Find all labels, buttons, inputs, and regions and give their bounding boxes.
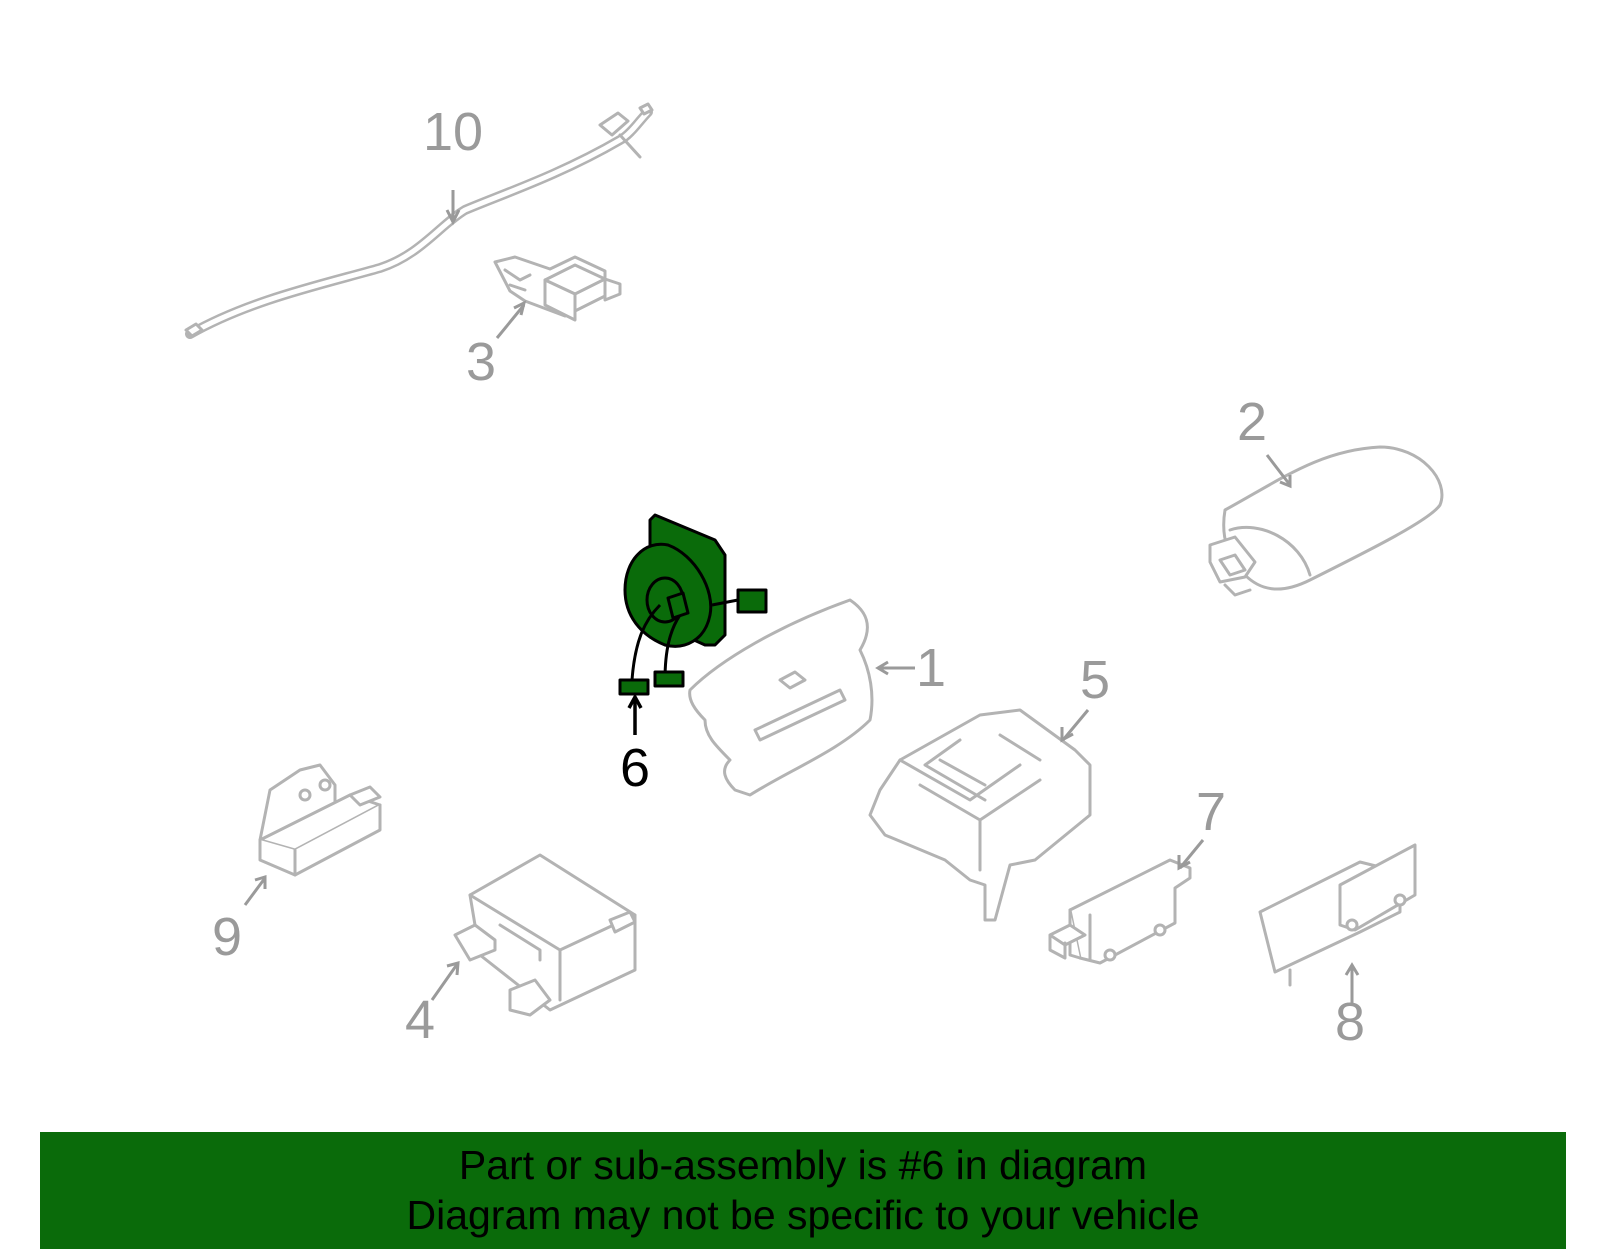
- callout-3: 3: [466, 332, 496, 392]
- callout-10: 10: [423, 102, 483, 162]
- part-6-clock-spring: [618, 513, 768, 696]
- callout-5: 5: [1080, 650, 1110, 710]
- callout-1: 1: [916, 638, 946, 698]
- callout-4: 4: [405, 990, 435, 1050]
- part-9-side-sensor: [258, 763, 382, 877]
- part-3-sensor: [493, 255, 622, 322]
- callout-7: 7: [1196, 782, 1226, 842]
- callout-6: 6: [620, 738, 650, 798]
- info-banner: Part or sub-assembly is #6 in diagram Di…: [40, 1132, 1566, 1249]
- part-1-driver-airbag: [688, 598, 874, 797]
- callout-labels: 10 3 2 1 5 6 7 9 4 8: [212, 102, 1365, 1052]
- callout-9: 9: [212, 907, 242, 967]
- part-8-bracket: [1258, 843, 1417, 987]
- part-2-passenger-airbag: [1208, 445, 1444, 597]
- part-7-module: [1048, 858, 1192, 965]
- part-5-knee-airbag: [868, 708, 1092, 922]
- leader-lines: [243, 190, 1360, 1003]
- banner-line-part: Part or sub-assembly is #6 in diagram: [458, 1142, 1148, 1188]
- callout-8: 8: [1335, 992, 1365, 1052]
- banner-line-disclaimer: Diagram may not be specific to your vehi…: [406, 1192, 1200, 1238]
- part-4-control-module: [453, 853, 637, 1017]
- callout-2: 2: [1237, 392, 1267, 452]
